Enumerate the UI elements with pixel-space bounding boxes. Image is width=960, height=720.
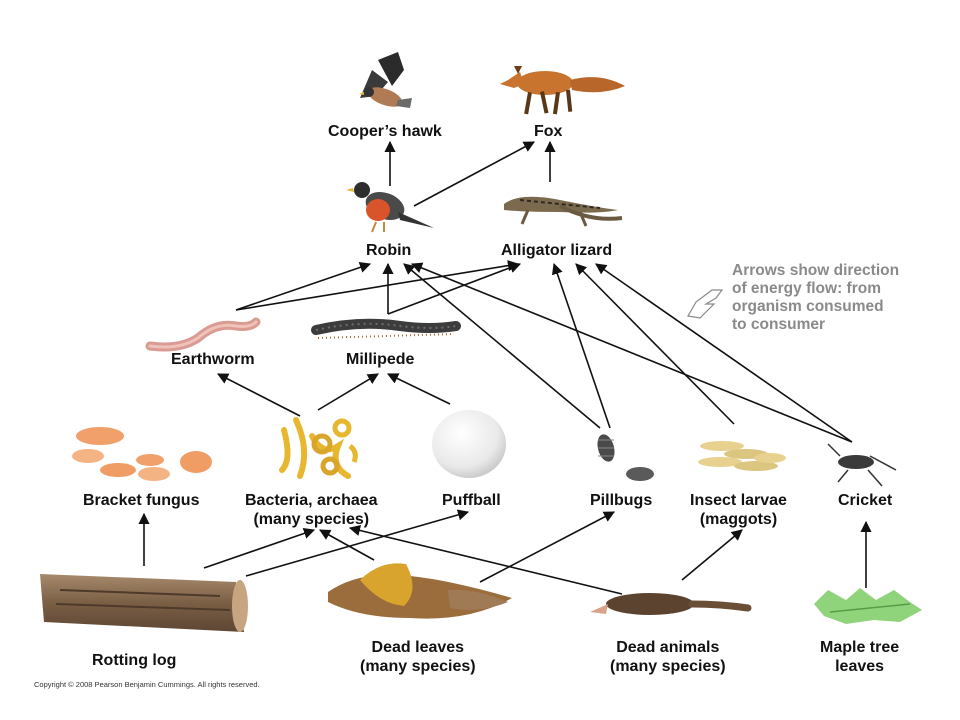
- energy-flow-note: Arrows show direction of energy flow: fr…: [732, 262, 899, 334]
- energy-flow-arrows: [138, 140, 872, 595]
- label-leaves-line1: Dead leaves: [371, 639, 465, 656]
- arrow-millipede-to-alligator-lizard: [387, 262, 522, 315]
- arrow-insect-larvae-to-alligator-lizard: [575, 263, 735, 425]
- note-line2: of energy flow: from: [732, 280, 881, 297]
- millipede-illustration: [311, 318, 461, 339]
- bacteria-illustration: [279, 417, 358, 479]
- label-dead-animals: Dead animals (many species): [610, 638, 726, 676]
- cricket-illustration: [827, 443, 897, 487]
- label-cricket: Cricket: [838, 492, 893, 509]
- arrow-dead-animals-to-insect-larvae: [681, 529, 743, 581]
- arrow-earthworm-to-alligator-lizard: [235, 260, 520, 311]
- rotting-log-illustration: [40, 574, 248, 632]
- arrow-rotting-log-to-bacteria-archaea: [203, 527, 316, 569]
- copyright-notice: Copyright © 2008 Pearson Benjamin Cummin…: [34, 680, 260, 689]
- arrow-dead-leaves-to-bacteria-archaea: [319, 529, 375, 561]
- note-line3: organism consumed: [732, 298, 884, 315]
- note-line4: to consumer: [732, 316, 826, 333]
- label-larvae-line1: Insect larvae: [690, 492, 787, 509]
- note-line1: Arrows show direction: [732, 262, 900, 279]
- larvae-illustration: [698, 441, 786, 471]
- label-leaves-line2: (many species): [360, 658, 476, 675]
- label-puffball: Puffball: [442, 492, 501, 509]
- earthworm-illustration: [145, 317, 261, 352]
- label-maple-line1: Maple tree: [820, 639, 900, 656]
- arrow-dead-leaves-to-pillbugs: [479, 511, 615, 583]
- arrow-dead-animals-to-bacteria-archaea: [348, 524, 623, 595]
- arrow-earthworm-to-robin: [235, 261, 372, 311]
- label-millipede: Millipede: [346, 351, 415, 368]
- maple-leaves-illustration: [814, 588, 922, 624]
- bracket-fungus-illustration: [72, 427, 212, 481]
- label-insect-larvae: Insect larvae (maggots): [690, 491, 787, 529]
- label-maple-tree-leaves: Maple tree leaves: [820, 638, 899, 676]
- pillbugs-illustration: [597, 434, 654, 481]
- label-bracket-fungus: Bracket fungus: [83, 492, 200, 509]
- arrow-cricket-to-robin: [410, 262, 853, 443]
- label-pillbugs: Pillbugs: [590, 492, 653, 509]
- label-dead-leaves: Dead leaves (many species): [360, 638, 476, 676]
- label-larvae-line2: (maggots): [699, 511, 778, 528]
- label-alligator-lizard: Alligator lizard: [501, 242, 613, 259]
- arrow-bacteria-archaea-to-millipede: [317, 373, 379, 411]
- label-earthworm: Earthworm: [171, 351, 255, 368]
- label-animals-line2: (many species): [610, 658, 726, 675]
- arrow-pillbugs-to-alligator-lizard: [551, 262, 611, 429]
- label-fox: Fox: [534, 123, 563, 140]
- label-rotting-log: Rotting log: [92, 652, 177, 669]
- label-bacteria-line1: Bacteria, archaea: [245, 492, 378, 509]
- arrow-cricket-to-alligator-lizard: [595, 263, 853, 443]
- arrow-pillbugs-to-robin: [403, 263, 601, 429]
- hawk-illustration: [359, 52, 412, 108]
- fox-illustration: [500, 66, 625, 115]
- pointing-hand-icon: [687, 289, 724, 319]
- arrow-rotting-log-to-puffball: [245, 509, 470, 577]
- dead-animals-illustration: [590, 593, 752, 615]
- label-robin: Robin: [366, 242, 412, 259]
- label-bacteria-line2: (many species): [253, 511, 370, 528]
- puffball-illustration: [432, 410, 506, 478]
- label-coopers-hawk: Cooper’s hawk: [328, 123, 442, 140]
- dead-leaves-illustration: [328, 563, 512, 619]
- label-bacteria-archaea: Bacteria, archaea (many species): [245, 491, 378, 529]
- arrow-robin-to-fox: [413, 141, 535, 207]
- lizard-illustration: [504, 196, 623, 227]
- label-animals-line1: Dead animals: [616, 639, 720, 656]
- label-maple-line2: leaves: [835, 658, 885, 675]
- arrow-puffball-to-millipede: [386, 373, 451, 405]
- robin-illustration: [346, 182, 434, 233]
- arrow-bacteria-archaea-to-earthworm: [217, 373, 301, 417]
